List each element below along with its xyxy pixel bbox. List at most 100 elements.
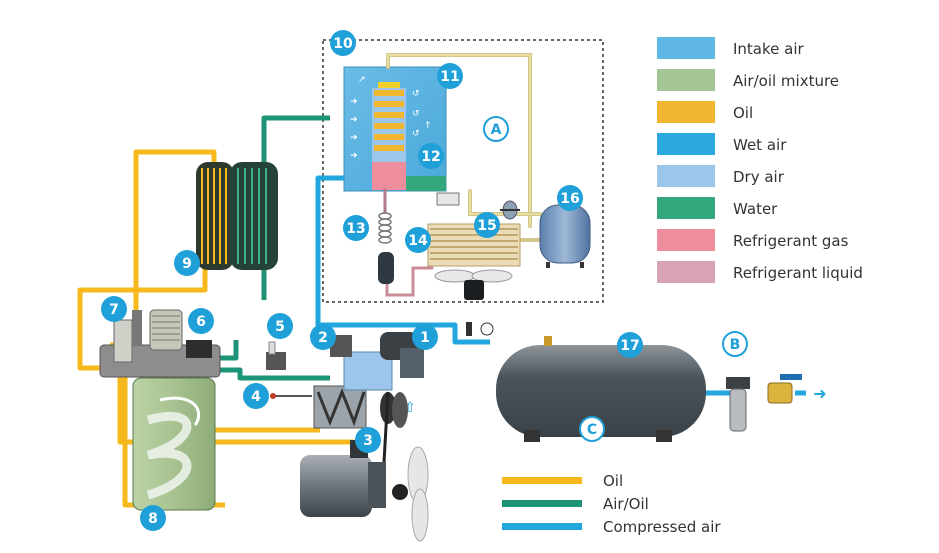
badge-17: 17 xyxy=(617,332,643,358)
svg-text:14: 14 xyxy=(408,233,428,249)
svg-text:15: 15 xyxy=(477,218,496,234)
legend-item: Water xyxy=(657,197,778,219)
svg-text:A: A xyxy=(491,122,502,138)
svg-text:↺: ↺ xyxy=(412,109,420,119)
svg-text:➜: ➜ xyxy=(350,115,358,125)
svg-text:B: B xyxy=(730,337,741,353)
svg-text:1: 1 xyxy=(420,330,430,346)
badge-15: 15 xyxy=(474,212,500,238)
badge-12: 12 xyxy=(418,143,444,169)
marker-c: C xyxy=(579,416,605,442)
legend-item: Intake air xyxy=(657,37,805,59)
svg-text:C: C xyxy=(587,422,597,438)
dryer-frame xyxy=(322,39,604,303)
svg-text:↑: ↑ xyxy=(424,121,432,131)
legend-line xyxy=(502,523,582,530)
legend-item: Air/oil mixture xyxy=(657,69,839,91)
svg-text:16: 16 xyxy=(560,191,579,207)
svg-text:7: 7 xyxy=(109,302,119,318)
legend-bottom: Oil Air/Oil Compressed air xyxy=(502,472,721,536)
legend-item: Oil xyxy=(502,472,623,490)
badge-7: 7 xyxy=(101,296,127,322)
svg-text:9: 9 xyxy=(182,256,192,272)
svg-text:4: 4 xyxy=(251,389,261,405)
legend-label: Refrigerant liquid xyxy=(733,264,863,282)
legend-swatch xyxy=(657,101,715,123)
svg-text:10: 10 xyxy=(333,36,353,52)
legend-label: Compressed air xyxy=(603,518,721,536)
svg-text:⇧: ⇧ xyxy=(404,400,416,416)
svg-text:5: 5 xyxy=(275,319,285,335)
svg-text:➜: ➜ xyxy=(813,384,826,403)
badge-4: 4 xyxy=(243,383,269,409)
badge-13: 13 xyxy=(343,215,369,241)
legend-label: Dry air xyxy=(733,168,785,186)
badge-1: 1 xyxy=(412,324,438,350)
belt-drive xyxy=(380,391,408,463)
svg-text:↺: ↺ xyxy=(412,129,420,139)
legend-line xyxy=(502,477,582,484)
separator-head xyxy=(99,309,221,378)
legend-label: Oil xyxy=(603,472,623,490)
refrigerant-receiver xyxy=(378,252,394,284)
legend-label: Water xyxy=(733,200,778,218)
badge-5: 5 xyxy=(267,313,293,339)
marker-a: A xyxy=(483,116,509,142)
temperature-sensor xyxy=(270,393,312,399)
svg-text:↗: ↗ xyxy=(358,75,366,85)
dryer-heat-exchanger: ➜ ➜ ➜ ➜ ↺ ↺ ↺ ↗ ↑ xyxy=(343,66,447,192)
legend-label: Air/Oil xyxy=(603,495,649,513)
thermostatic-valve xyxy=(266,341,286,370)
legend-label: Refrigerant gas xyxy=(733,232,849,250)
expansion-valve xyxy=(500,200,520,220)
legend-swatch xyxy=(657,37,715,59)
svg-text:17: 17 xyxy=(620,338,639,354)
outlet-ball-valve: ➜ xyxy=(767,374,827,404)
line-filter xyxy=(726,377,750,432)
svg-text:➜: ➜ xyxy=(350,151,358,161)
svg-text:↺: ↺ xyxy=(412,89,420,99)
condenser xyxy=(427,223,521,267)
badge-3: 3 xyxy=(355,427,381,453)
cooling-fan xyxy=(392,446,429,542)
badge-14: 14 xyxy=(405,227,431,253)
svg-text:6: 6 xyxy=(196,314,206,330)
legend-swatch xyxy=(657,229,715,251)
legend-swatch xyxy=(657,165,715,187)
legend-label: Intake air xyxy=(733,40,805,58)
svg-text:12: 12 xyxy=(421,149,440,165)
legend-swatch xyxy=(657,69,715,91)
refrigerant-coil xyxy=(378,212,392,244)
badge-16: 16 xyxy=(557,185,583,211)
svg-text:2: 2 xyxy=(318,330,328,346)
svg-text:3: 3 xyxy=(363,433,373,449)
dryer-controller xyxy=(436,192,460,206)
legend-label: Wet air xyxy=(733,136,787,154)
svg-text:13: 13 xyxy=(346,221,365,237)
legend-swatch xyxy=(657,261,715,283)
svg-text:11: 11 xyxy=(440,69,459,85)
legend-swatch xyxy=(657,133,715,155)
legend-swatch xyxy=(657,197,715,219)
badge-2: 2 xyxy=(310,324,336,350)
screw-air-end xyxy=(313,351,393,429)
oil-lines xyxy=(77,149,355,508)
number-badges: 1 2 3 4 5 6 7 8 9 10 11 12 13 14 15 16 1… xyxy=(101,30,643,531)
legend-item: Dry air xyxy=(657,165,785,187)
legend-line xyxy=(502,500,582,507)
svg-text:➜: ➜ xyxy=(350,97,358,107)
refrigerant-compressor xyxy=(539,204,591,268)
legend-item: Oil xyxy=(657,101,753,123)
legend-item: Refrigerant gas xyxy=(657,229,849,251)
badge-10: 10 xyxy=(330,30,356,56)
svg-text:➜: ➜ xyxy=(350,133,358,143)
oil-separator xyxy=(132,377,216,511)
legend-item: Compressed air xyxy=(502,518,721,536)
badge-11: 11 xyxy=(437,63,463,89)
badge-6: 6 xyxy=(188,308,214,334)
letter-markers: A B C xyxy=(483,116,748,442)
badge-8: 8 xyxy=(140,505,166,531)
svg-text:8: 8 xyxy=(148,511,158,527)
legend-label: Oil xyxy=(733,104,753,122)
